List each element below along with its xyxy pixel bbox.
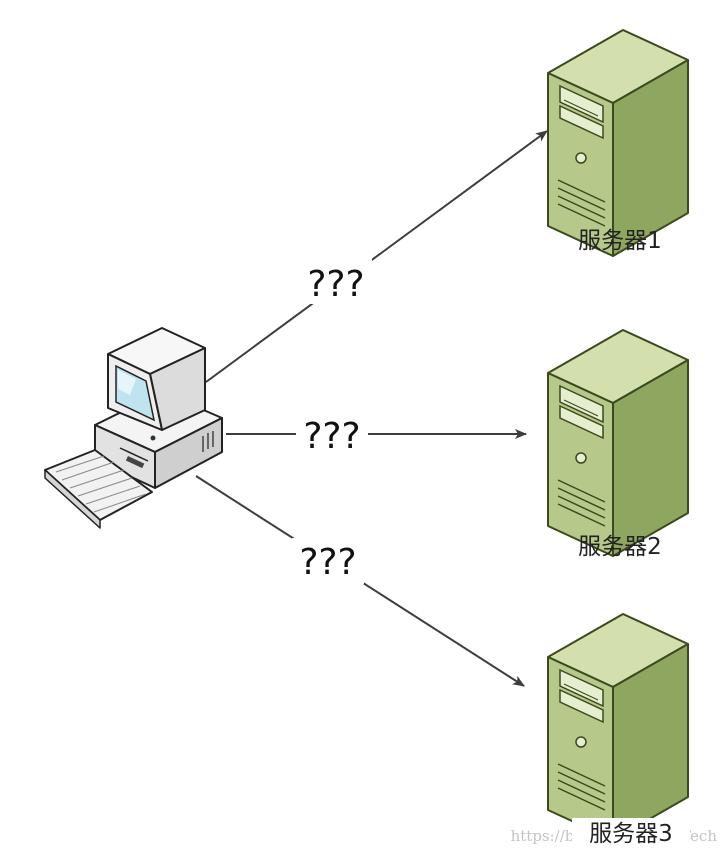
label-backdrop — [572, 818, 690, 848]
desktop-computer-icon — [44, 327, 223, 529]
server-3 — [547, 613, 689, 841]
server-label-3: 服务器3 — [589, 821, 673, 847]
server-label-1: 服务器1 — [578, 228, 662, 254]
connection-label-3: ??? — [299, 542, 356, 583]
label-backdrop — [292, 538, 364, 584]
server-2: 服务器2 — [547, 329, 689, 560]
arrow-to-server-1 — [205, 130, 548, 383]
label-backdrop — [300, 258, 372, 304]
server-tower-icon — [547, 329, 689, 557]
connection-label-2: ??? — [303, 416, 360, 457]
server-tower-icon — [547, 613, 689, 841]
server-tower-icon — [547, 29, 689, 257]
server-label-2: 服务器2 — [578, 534, 662, 560]
label-backdrop — [296, 412, 368, 458]
server-1: 服务器1 — [547, 29, 689, 257]
connection-label-1: ??? — [307, 264, 364, 305]
